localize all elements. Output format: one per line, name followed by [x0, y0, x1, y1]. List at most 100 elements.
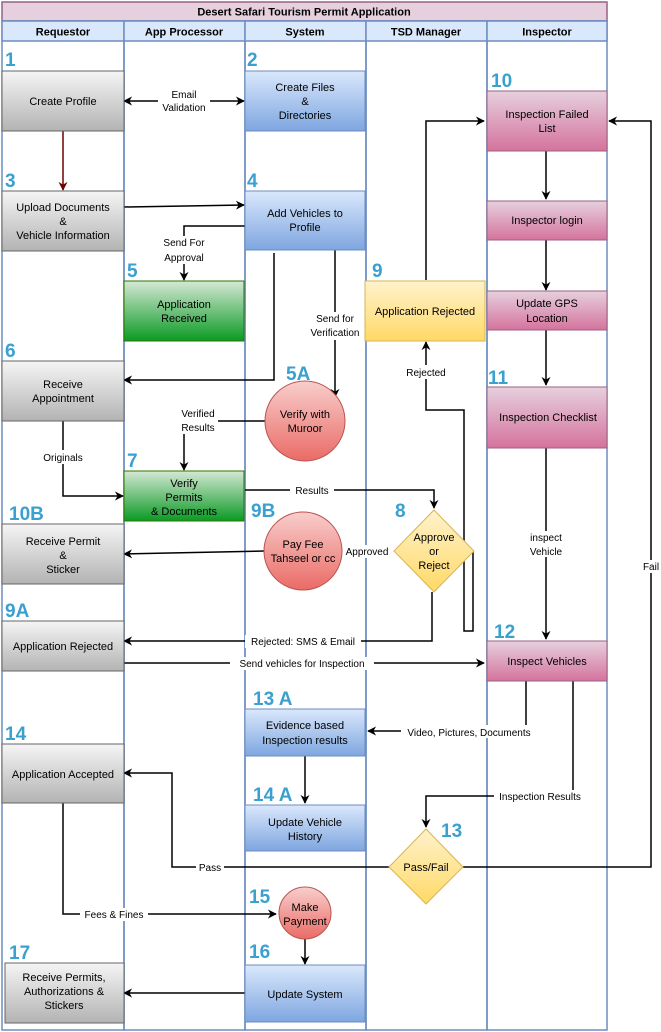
lane-title-app-processor: App Processor	[145, 27, 224, 39]
label-rejected: Rejected	[406, 368, 445, 379]
node-update-gps-shape	[486, 290, 608, 331]
label-originals: Originals	[43, 453, 82, 464]
svg-text:Create Files&Directories: Create Files&Directories	[275, 82, 335, 122]
step-number-9a: 9A	[5, 601, 30, 622]
svg-text:Pass/Fail: Pass/Fail	[403, 862, 448, 874]
node-application-accepted: Application Accepted 14	[1, 724, 125, 804]
label-video-pictures: Video, Pictures, Documents	[407, 728, 530, 739]
node-add-vehicles-shape	[244, 190, 366, 251]
step-number-5a: 5A	[286, 364, 311, 385]
label-fees-fines: Fees & Fines	[85, 910, 144, 921]
diagram-title: Desert Safari Tourism Permit Application	[197, 7, 411, 19]
edge-accepted-payment	[62, 803, 277, 919]
label-approved: Approved	[346, 547, 389, 558]
node-application-rejected-requestor-shape	[1, 620, 125, 672]
svg-text:Application Accepted: Application Accepted	[12, 769, 114, 781]
node-inspection-checklist-shape	[486, 386, 608, 449]
edge-passfail-accepted	[123, 768, 389, 868]
node-evidence-results-shape	[244, 708, 366, 757]
node-pass-fail: Pass/Fail 13	[388, 821, 464, 905]
lane-title-tsd-manager: TSD Manager	[391, 27, 462, 39]
node-create-profile-shape	[1, 70, 125, 132]
node-receive-permits-final-shape	[4, 962, 125, 1024]
node-inspection-checklist: Inspection Checklist 11	[486, 368, 608, 449]
edge-pay-fee-receive-permit	[123, 549, 265, 559]
lane-app-processor	[123, 20, 246, 1031]
step-number-4: 4	[247, 171, 258, 192]
step-number-3: 3	[5, 171, 16, 192]
node-application-rejected-tsd-shape	[364, 280, 486, 342]
step-number-1: 1	[5, 50, 16, 71]
svg-text:Receive Permit&Sticker: Receive Permit&Sticker	[26, 536, 101, 576]
step-number-17: 17	[9, 943, 30, 964]
step-number-2: 2	[247, 50, 258, 71]
svg-text:Receive Permits,Authorizations: Receive Permits,Authorizations &Stickers	[22, 972, 105, 1012]
node-receive-appointment-shape	[1, 360, 125, 422]
node-upload-documents-shape	[1, 190, 125, 252]
svg-text:Create Profile: Create Profile	[29, 96, 96, 108]
node-application-received-shape	[123, 280, 245, 342]
lane-inspector	[486, 20, 608, 1031]
step-number-6: 6	[5, 341, 16, 362]
label-inspection-results: Inspection Results	[499, 792, 581, 803]
label-pass: Pass	[199, 863, 221, 874]
edge-rejected-tsd-failed	[425, 116, 485, 280]
svg-text:Inspector login: Inspector login	[511, 215, 583, 227]
edge-inspect-passfail	[421, 681, 574, 828]
step-number-10b: 10B	[9, 504, 44, 525]
node-pay-fee-shape	[263, 511, 343, 591]
step-number-12: 12	[494, 622, 515, 643]
node-create-files: Create Files&Directories 2	[244, 50, 366, 132]
step-number-10: 10	[491, 71, 512, 92]
node-inspection-failed-shape	[486, 90, 608, 152]
node-update-system: Update System 16	[244, 942, 366, 1023]
node-inspector-login-shape	[486, 200, 608, 241]
svg-text:Update System: Update System	[267, 989, 342, 1001]
edge-passfail-failed	[463, 116, 652, 868]
node-create-files-shape	[244, 70, 366, 132]
edge-upload-add-vehicles	[123, 200, 245, 210]
node-inspect-vehicles-shape	[486, 640, 608, 682]
node-pass-fail-shape	[388, 828, 464, 905]
node-receive-permit-shape	[1, 523, 125, 585]
node-inspector-login: Inspector login	[486, 200, 608, 241]
node-approve-reject-shape	[393, 509, 475, 593]
edge-add-vehicles-receive-appt	[123, 253, 275, 385]
lane-title-inspector: Inspector	[522, 27, 572, 39]
node-create-profile: Create Profile 1	[1, 50, 125, 132]
edge-approve-rejected-req	[123, 592, 433, 646]
svg-text:Upload Documents&Vehicle Infor: Upload Documents&Vehicle Information	[16, 202, 110, 242]
node-application-rejected-requestor: Application Rejected 9A	[1, 601, 125, 672]
node-verify-permits-shape	[123, 470, 245, 522]
node-upload-documents: Upload Documents&Vehicle Information 3	[1, 171, 125, 252]
node-make-payment-shape	[278, 886, 332, 940]
step-number-16: 16	[249, 942, 270, 963]
label-fail: Fail	[643, 562, 659, 573]
step-number-9b: 9B	[251, 501, 275, 522]
step-number-15: 15	[249, 887, 271, 908]
step-number-13: 13	[441, 821, 462, 842]
node-inspect-vehicles: Inspect Vehicles 12	[486, 622, 608, 682]
step-number-14a: 14 A	[253, 785, 293, 806]
svg-text:Application Rejected: Application Rejected	[13, 641, 113, 653]
node-application-accepted-shape	[1, 743, 125, 804]
svg-text:Inspection Checklist: Inspection Checklist	[499, 412, 597, 424]
